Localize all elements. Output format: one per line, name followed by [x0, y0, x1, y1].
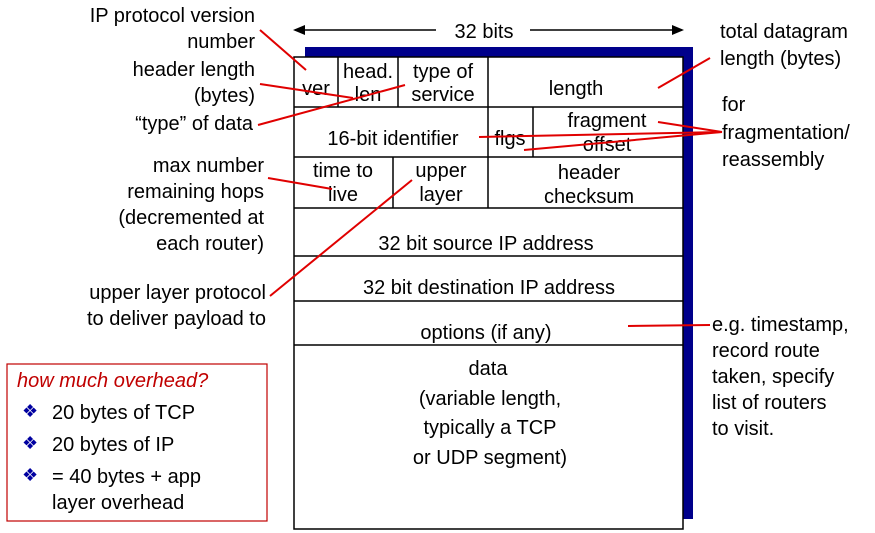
annot-options-line2: record route [712, 340, 820, 362]
field-tos-line2: service [411, 84, 474, 106]
annot-frag-line2: fragmentation/ [722, 122, 850, 144]
overhead-item-1: 20 bytes of TCP [52, 402, 195, 424]
bullet-icon: ❖ [22, 401, 38, 421]
line-ip-version [259, 29, 307, 71]
annot-upper-protocol-line1: upper layer protocol [89, 282, 266, 304]
width-arrow: 32 bits [293, 16, 684, 44]
line-upper-protocol [269, 179, 413, 297]
field-identifier: 16-bit identifier [327, 128, 459, 150]
line-options [627, 324, 711, 327]
line-frag-3 [657, 121, 723, 133]
overhead-item-3-continuation: layer overhead [52, 492, 184, 514]
field-checksum-line1: header [558, 162, 621, 184]
field-upper-line1: upper [415, 160, 466, 182]
annot-header-length-line1: header length [133, 59, 255, 81]
field-ttl-line1: time to [313, 160, 373, 182]
overhead-title: how much overhead? [17, 370, 209, 392]
annot-options-line3: taken, specify [712, 366, 834, 388]
annot-options-line1: e.g. timestamp, [712, 314, 849, 336]
line-max-hops [267, 177, 333, 190]
annot-options-line5: to visit. [712, 418, 774, 440]
annot-max-hops-line4: each router) [156, 233, 264, 255]
bullet-icon: ❖ [22, 433, 38, 453]
field-length: length [549, 78, 604, 100]
field-head-len-line1: head. [343, 61, 393, 83]
line-type-of-data [257, 84, 406, 126]
bullet-icon: ❖ [22, 465, 38, 485]
field-tos-line1: type of [413, 61, 473, 83]
field-data-line2: (variable length, [419, 388, 561, 410]
line-header-length [259, 83, 354, 99]
annot-ip-version-line1: IP protocol version [90, 5, 255, 27]
line-frag-2 [523, 131, 723, 151]
annot-frag-line1: for [722, 94, 746, 116]
annot-total-length-line2: length (bytes) [720, 48, 841, 70]
annot-ip-version-line2: number [187, 31, 255, 53]
field-flags: flgs [494, 128, 525, 150]
width-label: 32 bits [455, 21, 514, 43]
overhead-box: how much overhead? ❖ 20 bytes of TCP ❖ 2… [6, 363, 268, 522]
field-data-line4: or UDP segment) [413, 447, 567, 469]
line-total-length [657, 57, 711, 89]
annot-total-length-line1: total datagram [720, 21, 848, 43]
line-frag-1 [478, 131, 723, 138]
field-options: options (if any) [420, 322, 551, 344]
annot-frag-line3: reassembly [722, 149, 824, 171]
field-checksum-line2: checksum [544, 186, 634, 208]
field-data-line1: data [469, 358, 509, 380]
field-source-ip: 32 bit source IP address [378, 233, 593, 255]
field-frag-offset-line1: fragment [568, 110, 647, 132]
annot-options-line4: list of routers [712, 392, 826, 414]
field-data-line3: typically a TCP [423, 417, 556, 439]
field-ttl-line2: live [328, 184, 358, 206]
row-dividers [294, 57, 683, 346]
field-dest-ip: 32 bit destination IP address [363, 277, 615, 299]
overhead-item-3: = 40 bytes + app [52, 466, 201, 488]
annot-max-hops-line2: remaining hops [127, 181, 264, 203]
field-ver: ver [302, 78, 330, 100]
annot-max-hops-line1: max number [153, 155, 264, 177]
annot-max-hops-line3: (decremented at [118, 207, 264, 229]
field-frag-offset-line2: offset [583, 134, 632, 156]
field-upper-line2: layer [419, 184, 463, 206]
overhead-item-2: 20 bytes of IP [52, 434, 174, 456]
annot-type-of-data: “type” of data [135, 113, 254, 135]
annotation-lines [257, 29, 723, 327]
annot-upper-protocol-line2: to deliver payload to [87, 308, 266, 330]
annot-header-length-line2: (bytes) [194, 85, 255, 107]
